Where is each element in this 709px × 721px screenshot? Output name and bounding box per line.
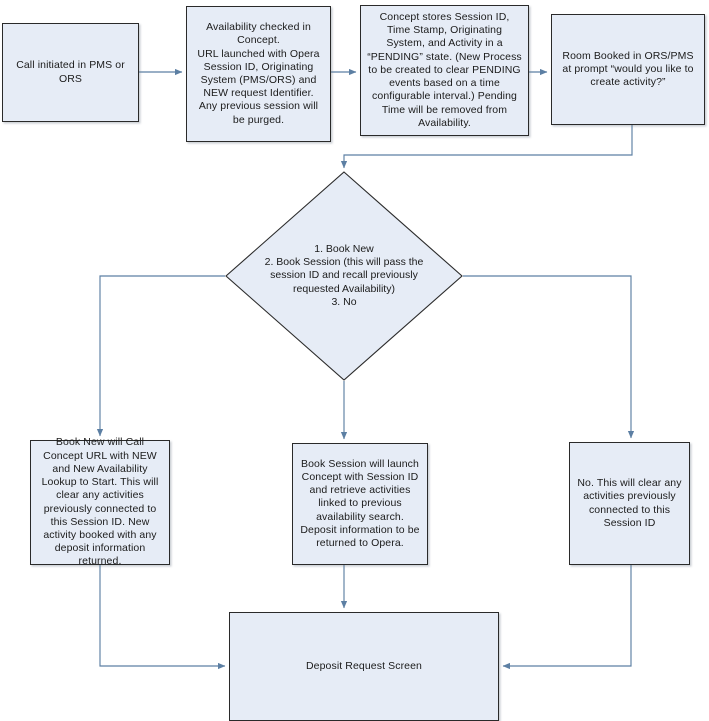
node-book-session[interactable]: Book Session will launch Concept with Se… bbox=[292, 443, 428, 565]
edge-book-new-to-deposit bbox=[99, 565, 226, 670]
node-room-booked-label: Room Booked in ORS/PMS at prompt “would … bbox=[562, 49, 694, 89]
node-no-option-label: No. This will clear any activities previ… bbox=[577, 477, 682, 529]
node-deposit-request-label: Deposit Request Screen bbox=[305, 659, 422, 672]
node-call-initiated-label: Call initiated in PMS or ORS bbox=[16, 59, 125, 85]
node-deposit-request[interactable]: Deposit Request Screen bbox=[229, 612, 499, 721]
node-concept-stores[interactable]: Concept stores Session ID, Time Stamp, O… bbox=[360, 5, 529, 136]
edge-decision-to-book-new bbox=[96, 275, 225, 437]
node-call-initiated[interactable]: Call initiated in PMS or ORS bbox=[2, 23, 139, 122]
node-concept-stores-label: Concept stores Session ID, Time Stamp, O… bbox=[367, 11, 522, 129]
node-no-option[interactable]: No. This will clear any activities previ… bbox=[569, 442, 690, 565]
node-availability-checked[interactable]: Availability checked in Concept. URL lau… bbox=[186, 6, 331, 142]
node-room-booked[interactable]: Room Booked in ORS/PMS at prompt “would … bbox=[551, 14, 705, 125]
edge-decision-to-no bbox=[463, 275, 635, 439]
node-book-new-label: Book New will Call Concept URL with NEW … bbox=[41, 436, 159, 568]
node-availability-checked-label: Availability checked in Concept. URL lau… bbox=[197, 21, 320, 126]
diamond-shape bbox=[225, 171, 463, 381]
node-book-new[interactable]: Book New will Call Concept URL with NEW … bbox=[30, 436, 170, 567]
node-decision[interactable]: 1. Book New 2. Book Session (this will p… bbox=[225, 171, 463, 381]
edge-no-to-deposit bbox=[502, 565, 632, 670]
node-book-session-label: Book Session will launch Concept with Se… bbox=[300, 457, 420, 549]
node-decision-label: 1. Book New 2. Book Session (this will p… bbox=[264, 242, 424, 308]
